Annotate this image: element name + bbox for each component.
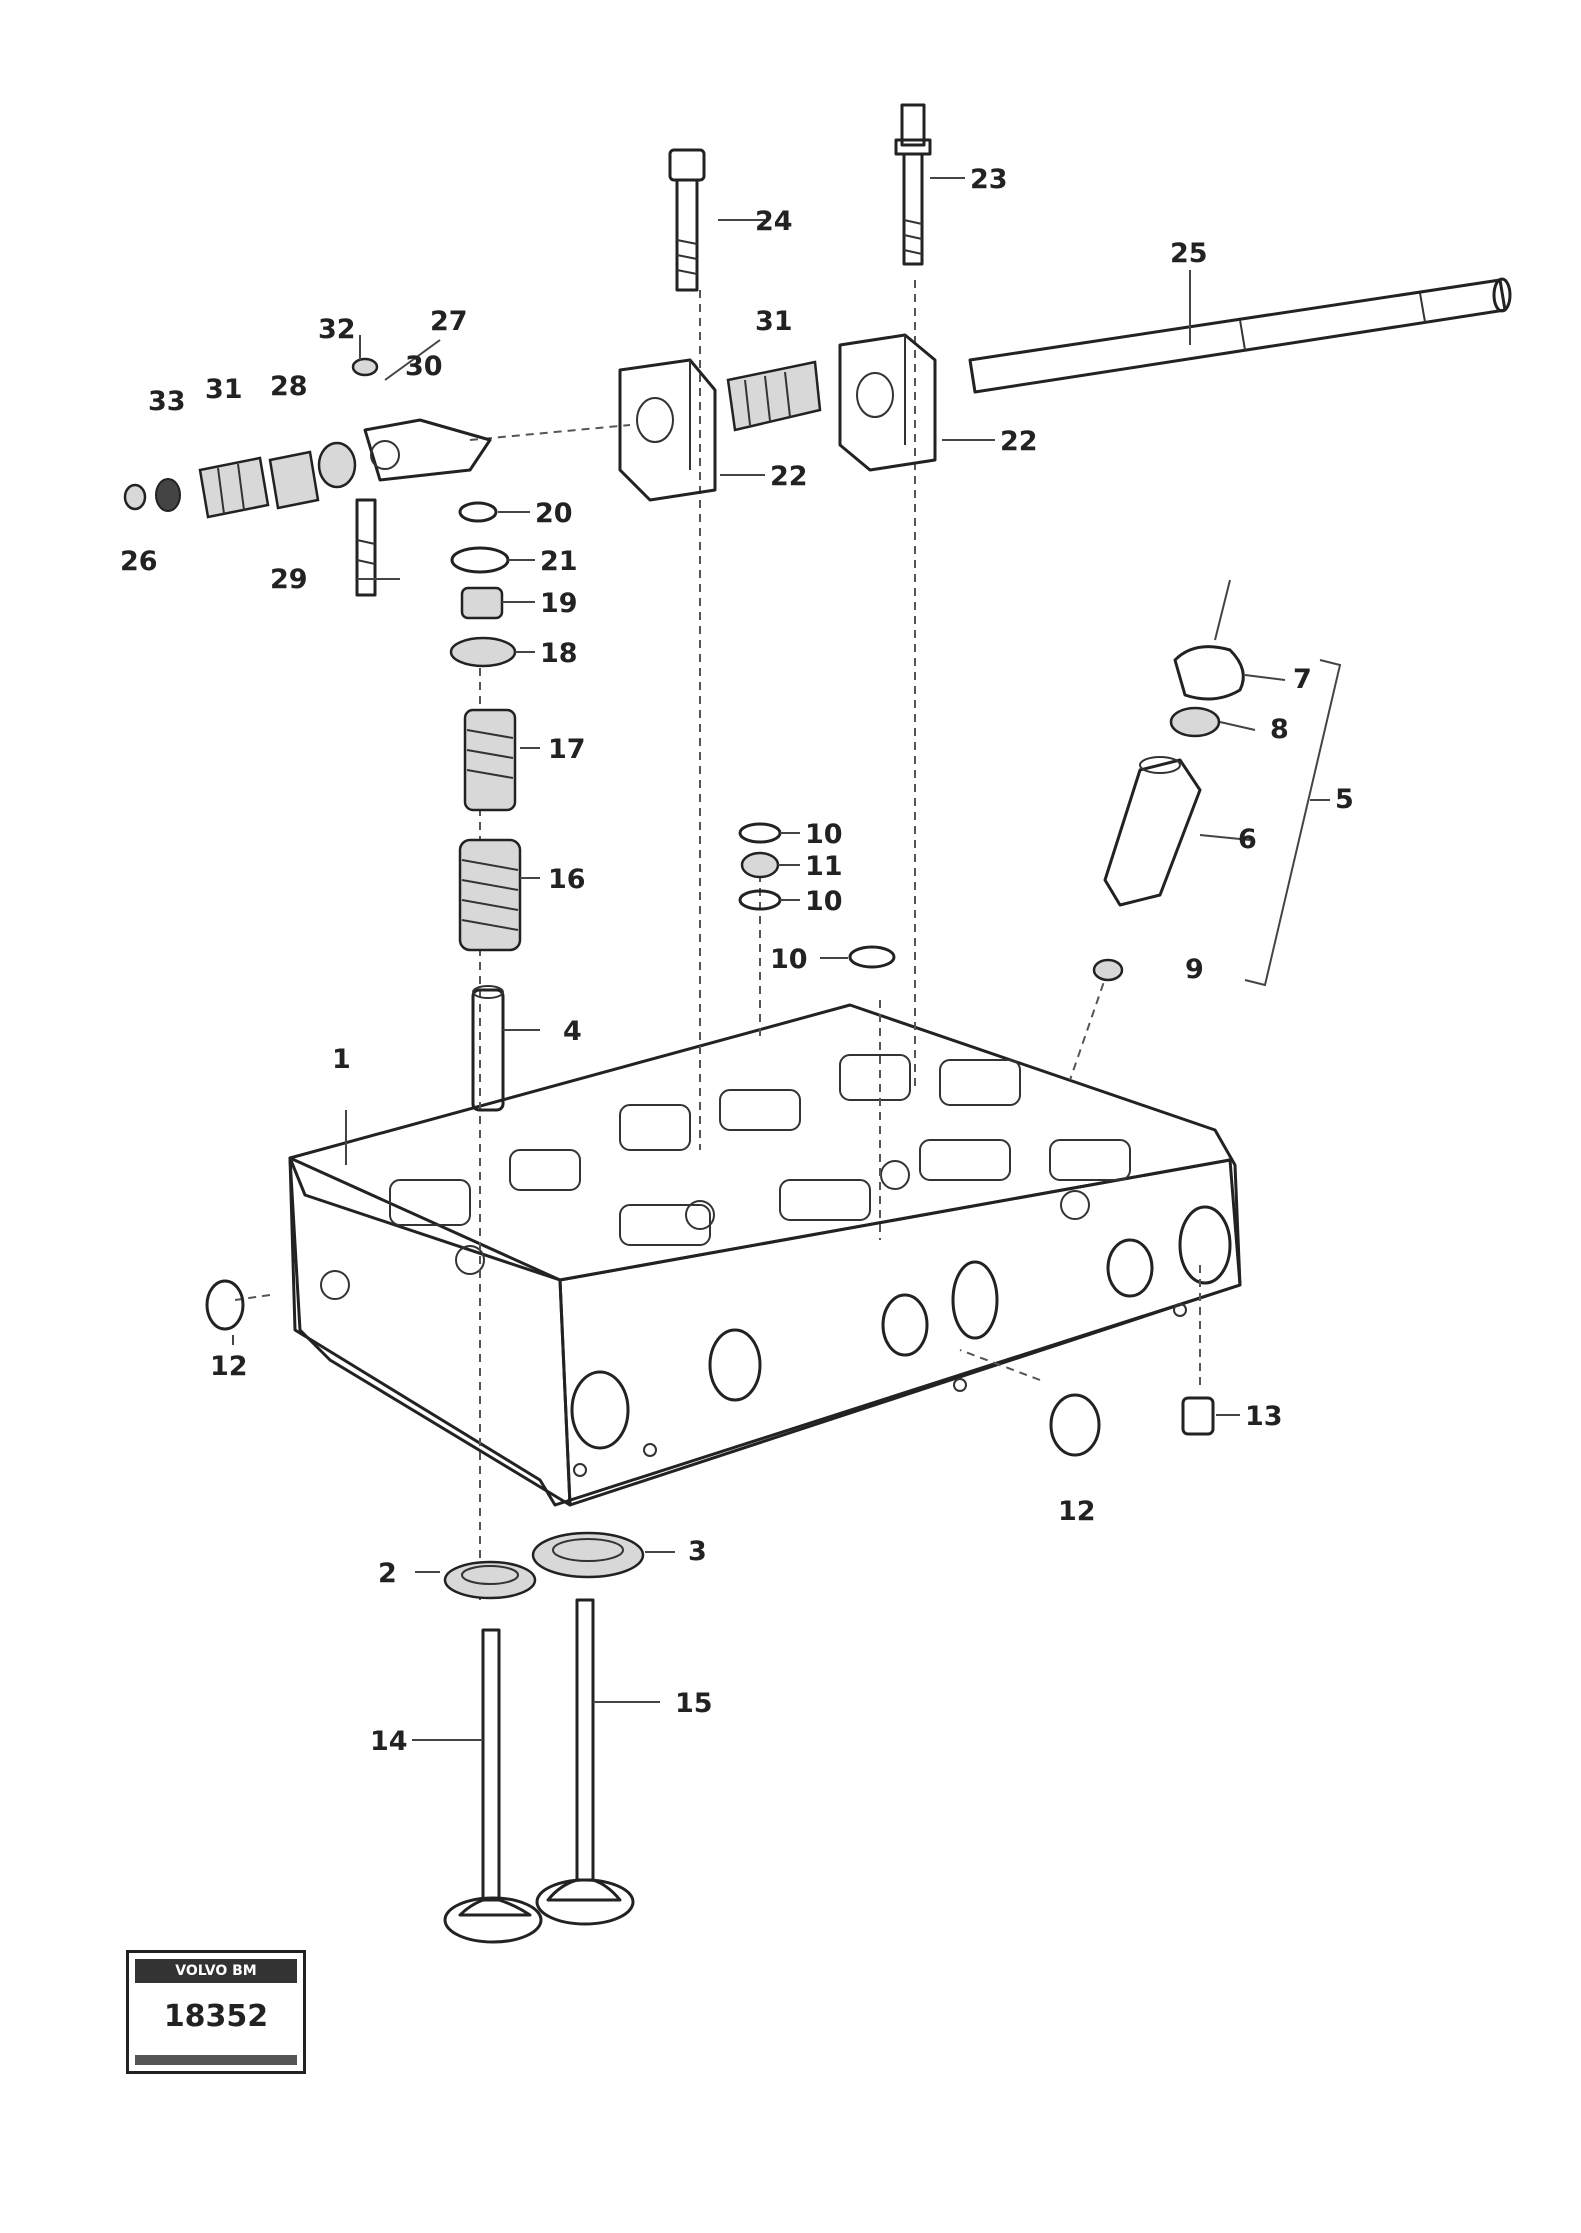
exhaust-valve [443,1628,543,1944]
valve-cap [458,501,498,523]
callout-4: 4 [563,1016,582,1047]
callout-33: 33 [148,386,186,417]
sealing-plug-right [1049,1393,1101,1457]
callout-10-lower: 10 [770,944,808,975]
cylinder-head [288,1003,1242,1507]
callout-31-middle: 31 [755,306,793,337]
callout-29: 29 [270,564,308,595]
callout-17: 17 [548,734,586,765]
valve-guide [471,985,505,1112]
callout-26: 26 [120,546,158,577]
leader-lines [232,177,1342,1741]
volvo-bm-reference-stamp: VOLVO BM 18352 [126,1950,306,2074]
bolt-24 [668,148,706,292]
callout-16: 16 [548,864,586,895]
spring-retainer [449,636,517,668]
callout-20: 20 [535,498,573,529]
callout-30: 30 [405,351,443,382]
callout-13: 13 [1245,1401,1283,1432]
callout-18: 18 [540,638,578,669]
rocker-spacer-32 [317,441,357,489]
callout-7: 7 [1293,664,1312,695]
valve-seat-3 [531,1531,645,1579]
rocker-bracket-left [618,358,717,502]
rocker-bracket-right [838,333,937,472]
callout-32: 32 [318,314,356,345]
callout-22-left: 22 [770,461,808,492]
callout-22-right: 22 [1000,426,1038,457]
callout-1: 1 [332,1044,351,1075]
valve-seal-ring [450,546,510,574]
stamp-brand: VOLVO BM [135,1959,297,1983]
inner-valve-spring [463,708,517,812]
callout-5: 5 [1335,784,1354,815]
callout-25: 25 [1170,238,1208,269]
cylinder-head-top-details [389,1054,1131,1275]
callout-9: 9 [1185,954,1204,985]
rocker-arm [363,418,492,482]
callout-2: 2 [378,1558,397,1589]
intake-valve [535,1598,635,1926]
callout-6: 6 [1238,824,1257,855]
callout-12-right: 12 [1058,1496,1096,1527]
rocker-spring-31 [198,456,270,519]
rocker-shaft [968,277,1512,394]
callout-15: 15 [675,1688,713,1719]
sealing-plug-left [205,1279,245,1331]
rocker-nut-33 [155,478,181,512]
stamp-footer-bar [135,2055,297,2065]
adjusting-screw [355,498,377,597]
valve-collets [460,586,504,620]
callout-21: 21 [540,546,578,577]
rocker-spring-middle [726,360,822,432]
rocker-washer-30 [351,357,379,377]
callout-23: 23 [970,164,1008,195]
outer-valve-spring [458,838,522,952]
callout-10-middle: 10 [805,886,843,917]
callout-3: 3 [688,1536,707,1567]
cylinder-head-ports [320,1205,1232,1477]
callout-11: 11 [805,851,843,882]
callout-28: 28 [270,371,308,402]
callout-labels: 1 2 3 4 5 6 7 8 9 10 11 10 10 12 12 13 1… [120,164,1354,1757]
callout-12-left: 12 [210,1351,248,1382]
callout-8: 8 [1270,714,1289,745]
callout-31-left: 31 [205,374,243,405]
stud-bolt-23 [894,103,932,266]
stamp-number: 18352 [163,1999,269,2034]
sleeve-13 [1181,1396,1215,1436]
valve-seat-2 [443,1560,537,1600]
injector [1092,579,1245,982]
rocker-sleeve-28 [268,450,320,510]
callout-10-top: 10 [805,819,843,850]
callout-24: 24 [755,206,793,237]
callout-27: 27 [430,306,468,337]
callout-14: 14 [370,1726,408,1757]
rocker-plug-26 [123,483,147,511]
callout-19: 19 [540,588,578,619]
